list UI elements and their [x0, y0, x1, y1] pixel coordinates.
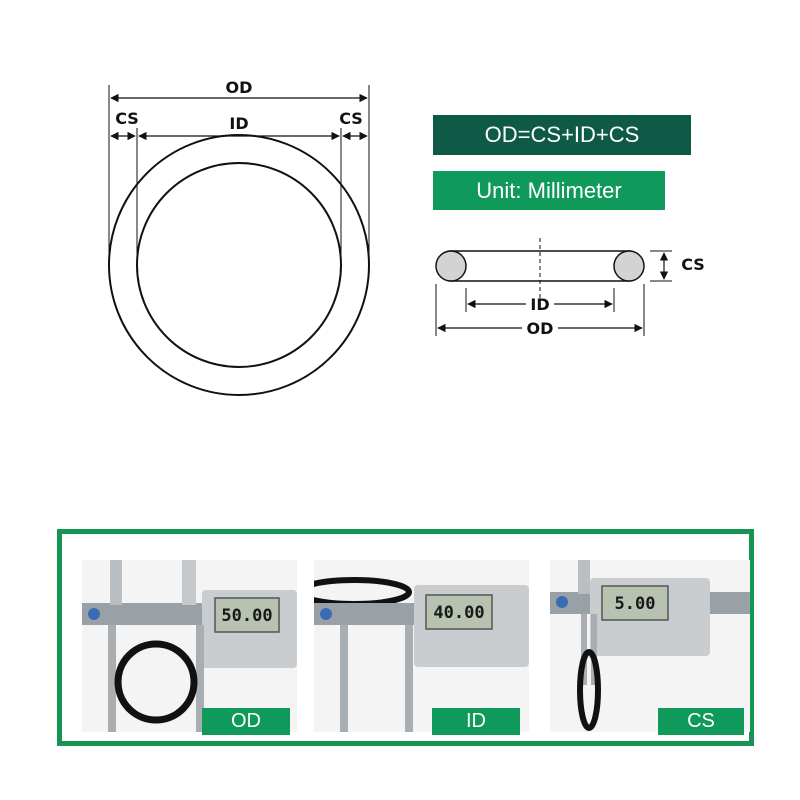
o-ring-dimension-diagram: OD CS ID CS CS ID OD [108, 78, 705, 396]
cs-left-label: CS [115, 109, 139, 128]
od-top-label: OD [226, 78, 253, 97]
id-lcd-reading: 40.00 [433, 603, 484, 623]
cs-right-label: CS [339, 109, 363, 128]
o-ring-photo [114, 640, 198, 724]
o-ring-photo [577, 649, 601, 731]
unit-badge: Unit: Millimeter [433, 171, 665, 210]
cs-lcd-reading: 5.00 [615, 594, 656, 614]
o-ring-side-profile [435, 238, 645, 300]
inner-ring-circle [136, 162, 342, 368]
id-photo-label: ID [432, 708, 520, 735]
id-measurement-photo: 40.00 ID [314, 560, 529, 735]
od-photo-label: OD [202, 708, 290, 735]
cs-measurement-photo: 5.00 CS [550, 560, 750, 735]
od-lcd-reading: 50.00 [221, 606, 272, 626]
id-side-label: ID [530, 295, 549, 314]
od-side-label: OD [527, 319, 554, 338]
od-measurement-photo: 50.00 OD [82, 560, 297, 735]
formula-badge: OD=CS+ID+CS [433, 115, 691, 155]
outer-ring-circle [108, 134, 370, 396]
cs-photo-label: CS [658, 708, 744, 735]
cs-side-label: CS [681, 255, 705, 274]
id-top-label: ID [229, 114, 248, 133]
caliper-photos-frame: 50.00 OD 40.00 ID 5.0 [57, 529, 754, 746]
